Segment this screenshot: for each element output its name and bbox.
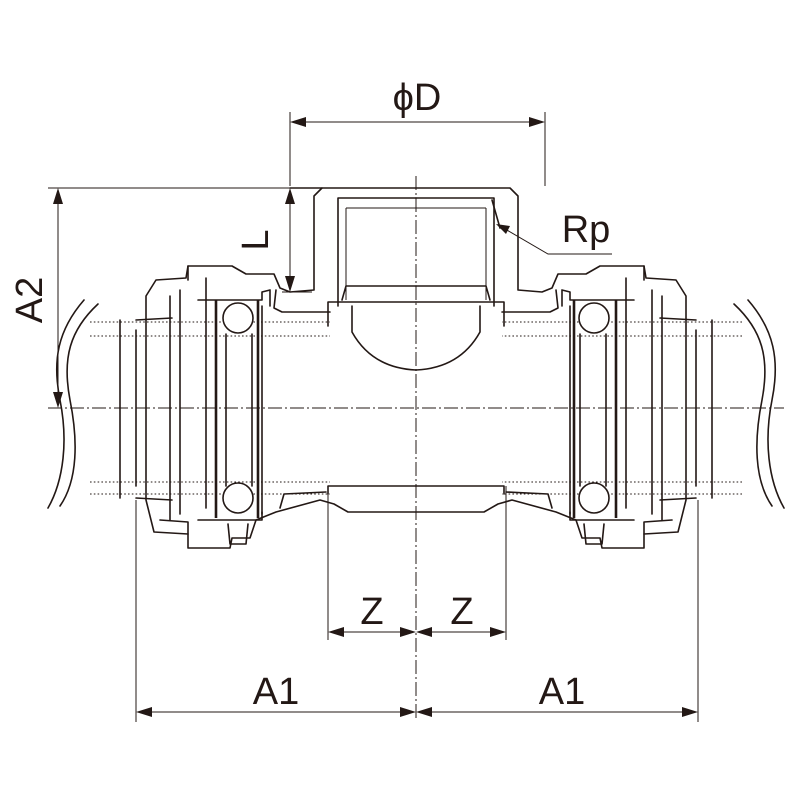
fitting-left-half [46, 186, 418, 550]
label-z-right: Z [450, 591, 473, 633]
dim-l: L [235, 187, 312, 293]
dim-phi-d: ϕD [289, 77, 546, 186]
label-l: L [235, 229, 277, 250]
label-a1-left: A1 [253, 671, 299, 713]
dim-a1: A1 A1 [135, 500, 699, 722]
dim-z: Z Z [327, 486, 507, 640]
label-rp: Rp [562, 209, 611, 251]
label-z-left: Z [360, 591, 383, 633]
outlet-thread-line [491, 199, 501, 229]
dim-a2: A2 [9, 187, 290, 408]
dim-rp: Rp [496, 209, 612, 255]
label-a1-right: A1 [539, 671, 585, 713]
label-phi-d: ϕD [393, 77, 442, 119]
label-a2: A2 [9, 277, 51, 323]
